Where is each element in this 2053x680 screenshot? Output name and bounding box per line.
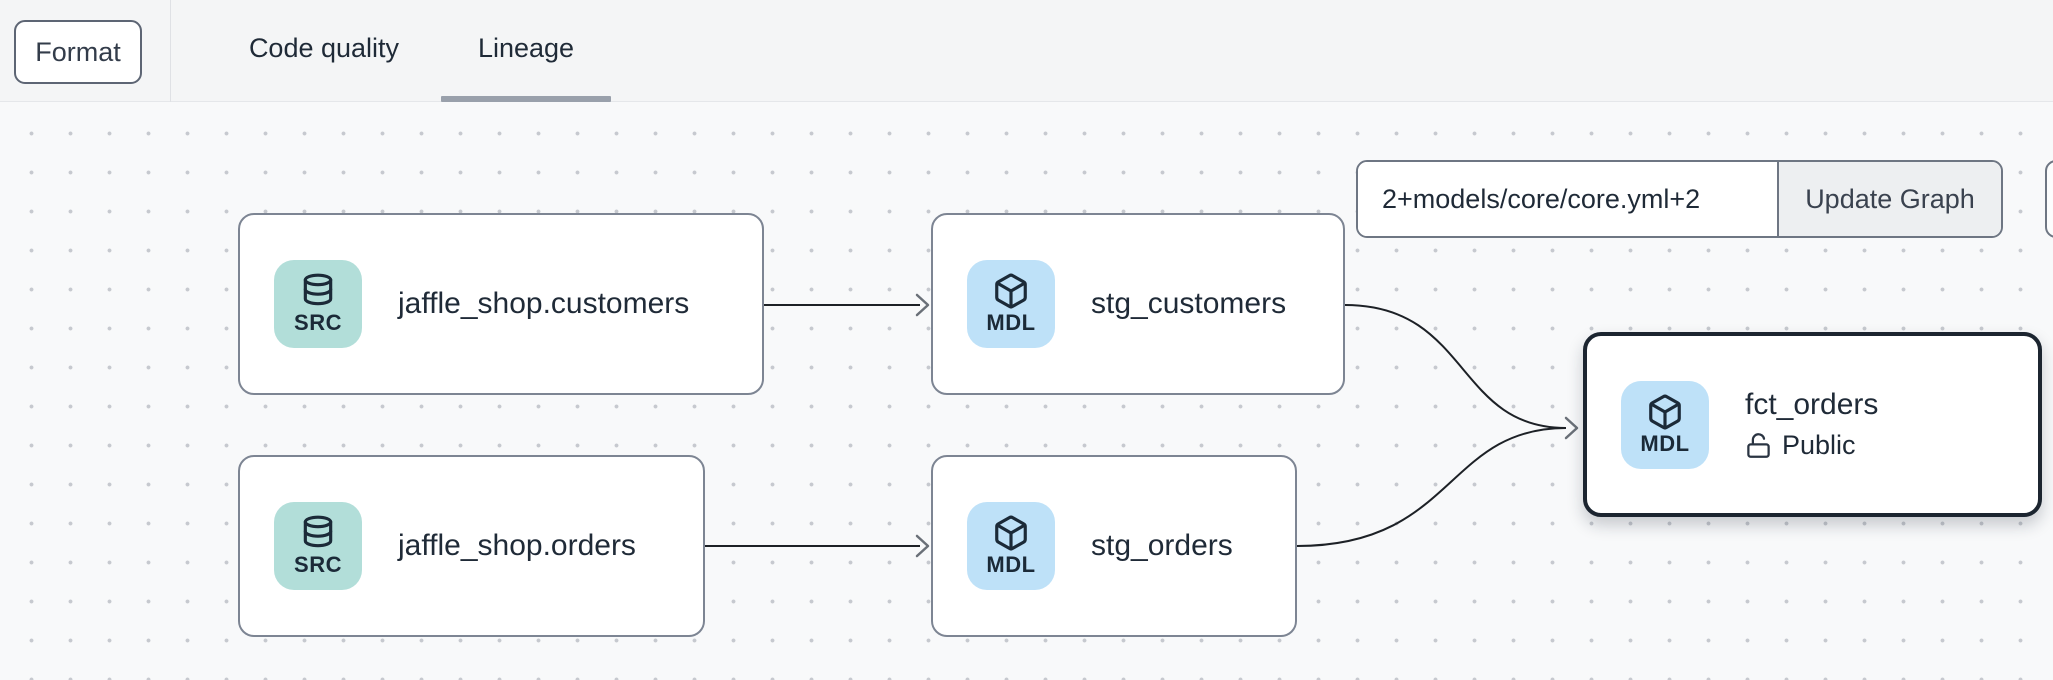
access-label: Public	[1782, 430, 1856, 460]
access-row: Public	[1745, 430, 1878, 461]
node-fct-orders[interactable]: MDL fct_orders Public	[1583, 332, 2042, 517]
graph-selector-group: Update Graph	[1356, 160, 2003, 238]
node-label: jaffle_shop.orders	[398, 529, 636, 562]
active-tab-underline	[441, 96, 611, 102]
badge-label: MDL	[1640, 430, 1690, 456]
badge-label: SRC	[294, 552, 342, 578]
node-jaffle-shop-customers[interactable]: SRC jaffle_shop.customers	[238, 213, 764, 395]
node-text: fct_orders Public	[1745, 388, 1878, 461]
node-stg-customers[interactable]: MDL stg_customers	[931, 213, 1345, 395]
cube-icon	[1649, 394, 1681, 430]
resource-type-badge-mdl: MDL	[1621, 380, 1709, 469]
format-button[interactable]: Format	[14, 20, 142, 84]
cube-icon	[995, 274, 1027, 309]
resource-type-badge-mdl: MDL	[967, 502, 1055, 590]
node-label: jaffle_shop.customers	[398, 287, 690, 320]
badge-label: SRC	[294, 310, 342, 336]
tab-bar: Format Code quality Lineage	[0, 0, 2053, 102]
resource-type-badge-mdl: MDL	[967, 260, 1055, 348]
update-graph-button[interactable]: Update Graph	[1777, 162, 2001, 236]
clipped-toolbar-button[interactable]	[2045, 160, 2053, 238]
tab-lineage[interactable]: Lineage	[477, 32, 575, 63]
unlock-icon	[1747, 433, 1770, 458]
node-stg-orders[interactable]: MDL stg_orders	[931, 455, 1297, 637]
database-icon	[303, 273, 333, 306]
header-divider	[170, 0, 171, 102]
node-jaffle-shop-orders[interactable]: SRC jaffle_shop.orders	[238, 455, 705, 637]
lineage-selector-input[interactable]	[1358, 162, 1777, 236]
node-label: stg_customers	[1091, 287, 1287, 320]
database-icon	[303, 515, 333, 548]
resource-type-badge-src: SRC	[274, 502, 362, 590]
resource-type-badge-src: SRC	[274, 260, 362, 348]
badge-label: MDL	[986, 552, 1036, 578]
tab-code-quality[interactable]: Code quality	[248, 32, 400, 63]
node-label: fct_orders	[1745, 388, 1879, 421]
node-label: stg_orders	[1091, 529, 1233, 562]
badge-label: MDL	[986, 310, 1036, 336]
cube-icon	[995, 516, 1027, 551]
